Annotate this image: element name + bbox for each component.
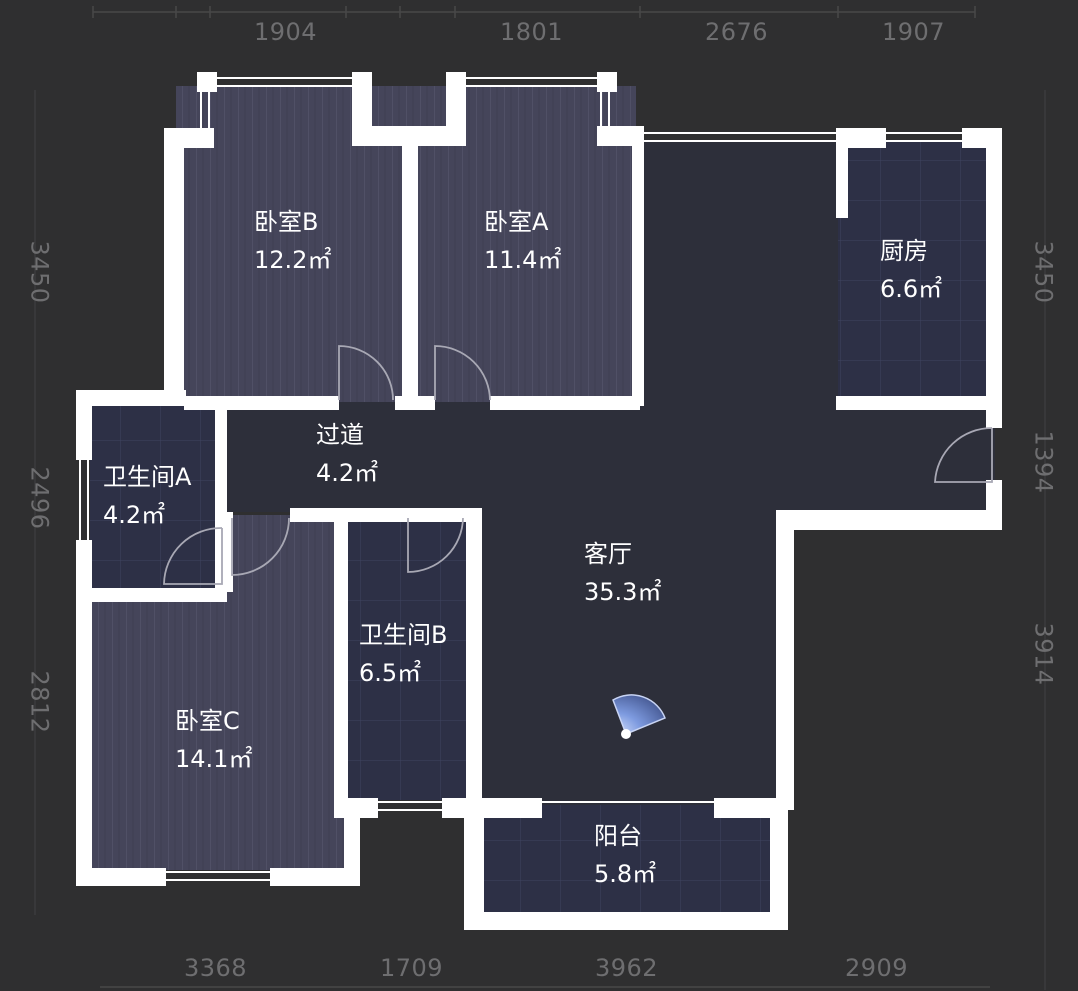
room-name: 卧室A — [484, 208, 549, 236]
bathroom-b-floor — [345, 515, 475, 800]
room-name: 厨房 — [880, 237, 928, 265]
dimension-lines — [34, 6, 1046, 990]
room-name: 卧室B — [254, 208, 319, 236]
room-bathroom-a[interactable]: 卫生间A 4.2㎡ — [103, 458, 191, 534]
room-area: 11.4㎡ — [484, 246, 562, 274]
room-area: 5.8㎡ — [594, 860, 657, 888]
living-room-floor — [476, 500, 776, 805]
room-bathroom-b[interactable]: 卫生间B 6.5㎡ — [359, 616, 447, 692]
room-bedroom-c[interactable]: 卧室C 14.1㎡ — [175, 702, 252, 778]
room-area: 6.5㎡ — [359, 659, 422, 687]
balcony-floor — [480, 805, 772, 915]
dim-top-2: 1801 — [500, 18, 564, 46]
dim-right-3: 3914 — [1029, 622, 1058, 686]
room-corridor[interactable]: 过道 4.2㎡ — [316, 416, 378, 492]
room-name: 卫生间A — [103, 463, 192, 491]
dim-bottom-2: 1709 — [380, 954, 444, 982]
doors — [163, 345, 993, 585]
room-balcony[interactable]: 阳台 5.8㎡ — [594, 817, 656, 893]
dim-top-1: 1904 — [254, 18, 318, 46]
dim-right-2: 1394 — [1029, 430, 1058, 494]
room-name: 过道 — [316, 421, 364, 449]
room-name: 客厅 — [584, 540, 632, 568]
dim-right-1: 3450 — [1029, 240, 1058, 304]
dim-left-1: 3450 — [25, 240, 54, 304]
dim-bottom-4: 2909 — [845, 954, 909, 982]
dim-left-3: 2812 — [25, 670, 54, 734]
view-direction-icon — [612, 694, 666, 739]
dim-bottom-3: 3962 — [595, 954, 659, 982]
room-area: 14.1㎡ — [175, 745, 253, 773]
room-area: 35.3㎡ — [584, 578, 662, 606]
room-area: 4.2㎡ — [103, 501, 166, 529]
walls — [76, 72, 1002, 930]
room-bedroom-b[interactable]: 卧室B 12.2㎡ — [254, 203, 331, 279]
windows — [79, 77, 962, 881]
room-area: 6.6㎡ — [880, 275, 943, 303]
room-name: 阳台 — [594, 822, 642, 850]
dim-top-4: 1907 — [882, 18, 946, 46]
corridor-floor — [225, 402, 995, 512]
kitchen-floor — [838, 142, 988, 400]
room-living-room[interactable]: 客厅 35.3㎡ — [584, 535, 661, 611]
bathroom-a-floor — [90, 405, 225, 590]
dim-top-3: 2676 — [705, 18, 769, 46]
room-area: 12.2㎡ — [254, 246, 332, 274]
room-kitchen[interactable]: 厨房 6.6㎡ — [880, 232, 942, 308]
room-name: 卧室C — [175, 707, 240, 735]
dim-bottom-1: 3368 — [184, 954, 248, 982]
room-bedroom-a[interactable]: 卧室A 11.4㎡ — [484, 203, 561, 279]
room-name: 卫生间B — [359, 621, 448, 649]
dim-left-2: 2496 — [25, 466, 54, 530]
room-area: 4.2㎡ — [316, 459, 379, 487]
bedroom-c-floor — [90, 590, 345, 870]
